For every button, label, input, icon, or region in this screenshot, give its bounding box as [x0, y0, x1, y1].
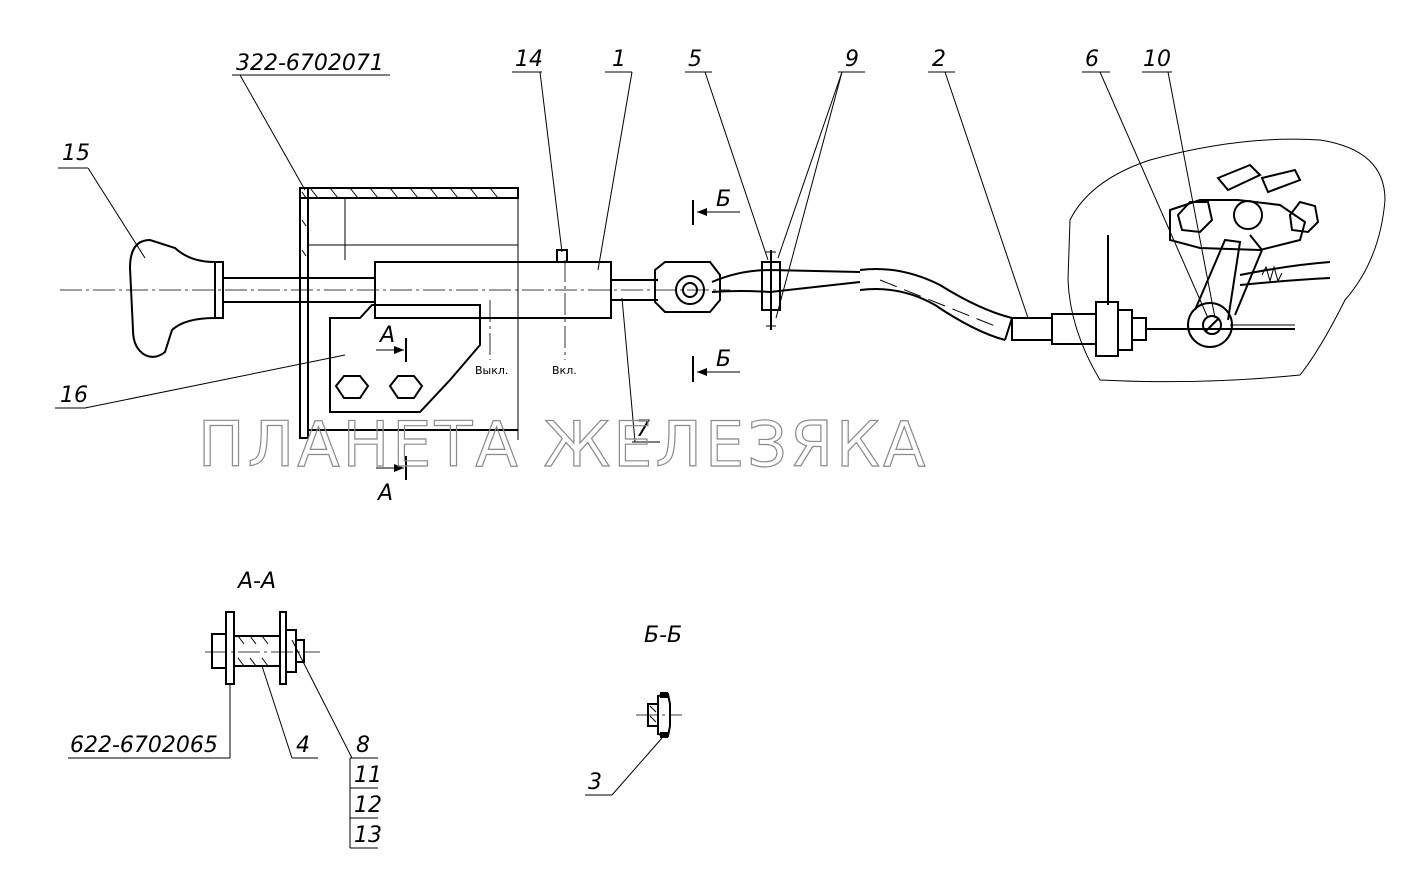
label-16: 16 [60, 383, 88, 408]
engine-outline [1067, 138, 1386, 383]
label-9: 9 [845, 47, 859, 72]
label-4: 4 [296, 733, 310, 758]
handle-knob [128, 238, 216, 358]
label-1: 1 [612, 47, 626, 72]
label-14: 14 [515, 47, 543, 72]
rod-eye [654, 261, 721, 313]
section-a-bottom: А [376, 481, 393, 506]
view-aa-title: А-А [236, 569, 276, 594]
label-11: 11 [354, 763, 382, 788]
on-mark: Вкл. [552, 364, 577, 377]
label-12: 12 [354, 793, 382, 818]
label-13: 13 [354, 823, 382, 848]
plate-section [225, 611, 235, 685]
hex-bolt [388, 375, 424, 399]
nut [285, 629, 297, 673]
lock-nut [1095, 301, 1119, 357]
label-3: 3 [588, 770, 602, 795]
part-code-top: 322-6702071 [236, 51, 384, 76]
main-assembly [60, 138, 1386, 440]
callouts: 322-6702071 15 14 1 5 9 2 6 10 [55, 47, 1216, 506]
watermark: ПЛАНЕТА ЖЕЛЕЗЯКА [198, 408, 928, 481]
label-5: 5 [688, 47, 702, 72]
section-b-bottom: Б [716, 347, 731, 372]
part-code-bottom: 622-6702065 [70, 733, 218, 758]
label-6: 6 [1085, 47, 1099, 72]
hex-bolt [334, 375, 370, 399]
view-a-a: А-А 622-6702065 4 8 11 12 13 [68, 569, 382, 849]
label-2: 2 [932, 47, 946, 72]
housing-top [299, 187, 519, 199]
lower-bracket [307, 300, 518, 431]
section-b-top: Б [716, 187, 731, 212]
label-10: 10 [1143, 47, 1171, 72]
label-15: 15 [62, 141, 90, 166]
lever-pivot [1187, 302, 1233, 348]
section-a-top: А [378, 323, 395, 348]
view-b-b: Б-Б 3 [585, 623, 682, 796]
hex-bolt [1176, 201, 1214, 234]
cable-sheath [859, 268, 1013, 319]
cable-end [1011, 317, 1053, 341]
off-mark: Выкл. [475, 364, 508, 377]
label-8: 8 [356, 733, 370, 758]
bolt-head [211, 633, 227, 669]
spacer [233, 635, 281, 667]
bracket-plate [299, 187, 309, 439]
view-bb-title: Б-Б [644, 623, 682, 648]
label-7: 7 [636, 417, 650, 442]
